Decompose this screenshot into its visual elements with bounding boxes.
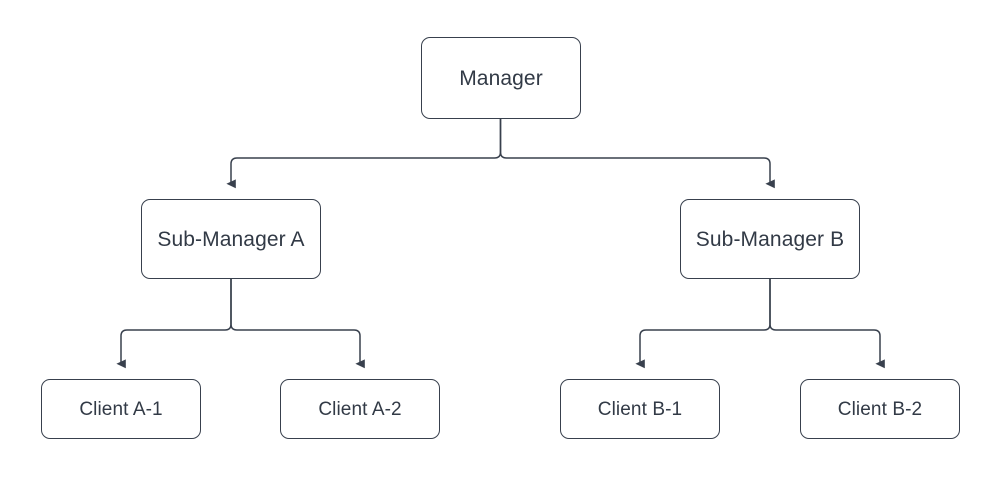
edge-manager-to-sub-a — [226, 119, 502, 189]
edge-sub-b-to-client-b1 — [635, 279, 771, 369]
node-client-a1-label: Client A-1 — [79, 398, 163, 420]
node-client-a2-label: Client A-2 — [318, 398, 402, 420]
node-sub-manager-a[interactable]: Sub-Manager A — [141, 199, 321, 279]
node-sub-manager-b-label: Sub-Manager B — [695, 227, 845, 251]
node-client-a2[interactable]: Client A-2 — [280, 379, 440, 439]
node-client-b2[interactable]: Client B-2 — [800, 379, 960, 439]
node-client-b1[interactable]: Client B-1 — [560, 379, 720, 439]
node-manager-label: Manager — [459, 66, 543, 90]
node-sub-manager-b[interactable]: Sub-Manager B — [680, 199, 860, 279]
edge-sub-a-to-client-a2 — [230, 279, 365, 369]
node-client-b1-label: Client B-1 — [597, 398, 683, 420]
edge-manager-to-sub-b — [499, 119, 775, 189]
node-client-a1[interactable]: Client A-1 — [41, 379, 201, 439]
edge-sub-b-to-client-b2 — [769, 279, 885, 369]
edge-sub-a-to-client-a1 — [116, 279, 232, 369]
node-sub-manager-a-label: Sub-Manager A — [157, 227, 305, 251]
node-manager[interactable]: Manager — [421, 37, 581, 119]
node-client-b2-label: Client B-2 — [837, 398, 923, 420]
